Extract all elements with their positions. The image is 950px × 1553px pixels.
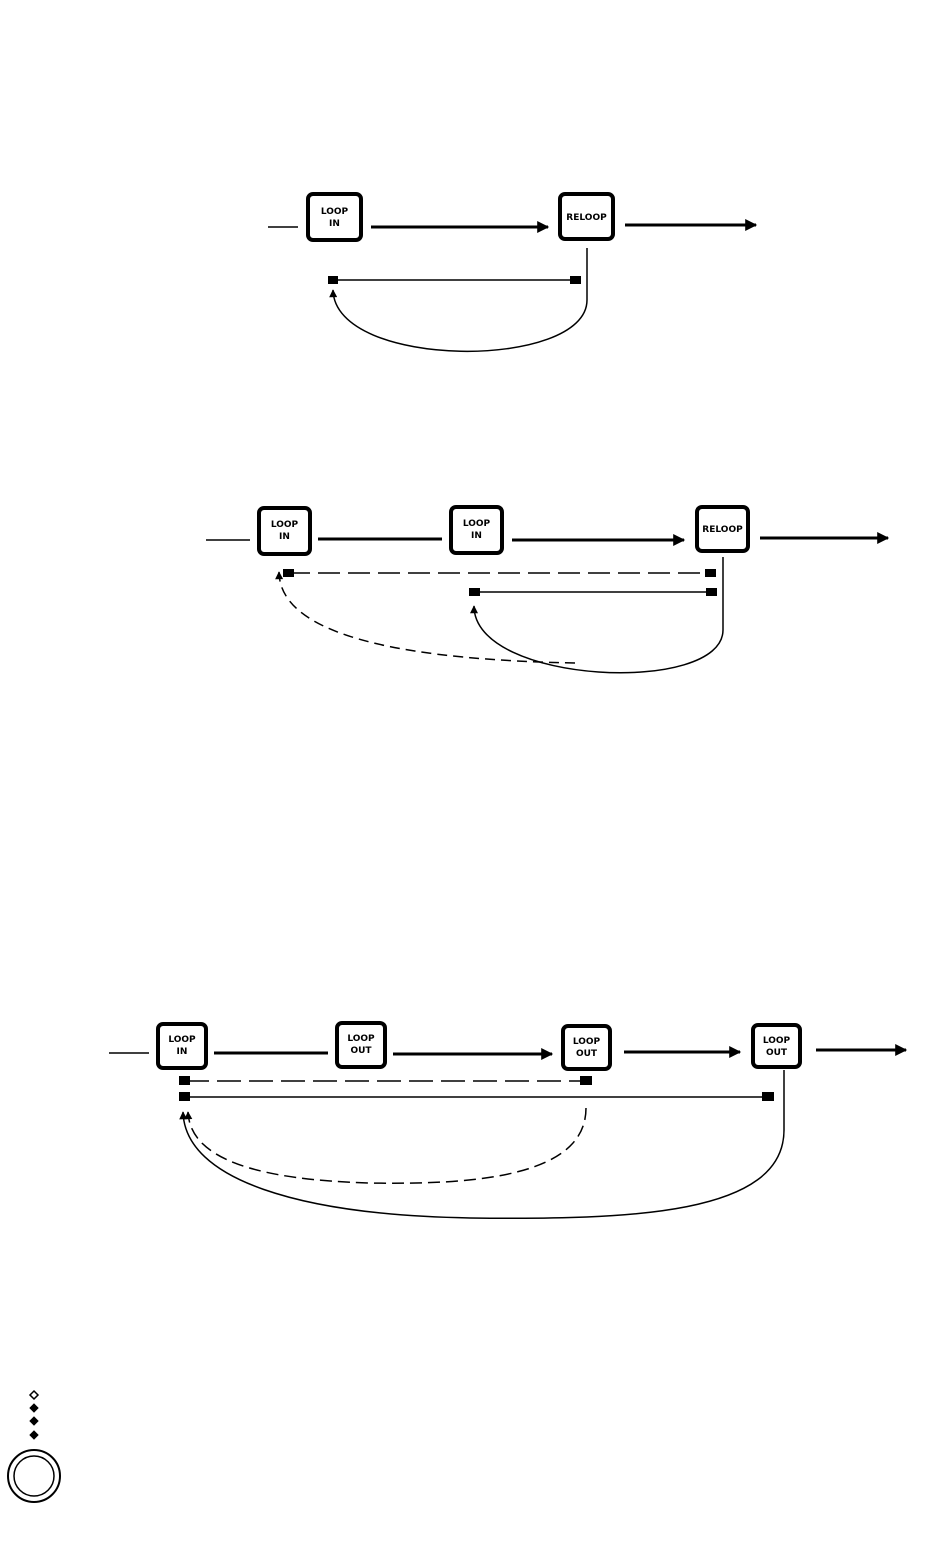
loop-in-button-label-line2: IN xyxy=(177,1047,188,1057)
loop-in-button-label-line2: IN xyxy=(329,219,340,229)
diagram-3: LOOP IN LOOP OUT LOOP OUT LOOP OUT xyxy=(109,1023,906,1218)
loop-out-button-2[interactable]: LOOP OUT xyxy=(563,1026,610,1069)
loop-in-button-label-line1: LOOP xyxy=(321,207,349,217)
dashed-loop-end-marker xyxy=(580,1076,592,1085)
loop-out-button-3-label-line1: LOOP xyxy=(763,1036,791,1046)
loop-in-button-label-line1: LOOP xyxy=(168,1035,196,1045)
return-curve-solid xyxy=(183,1070,784,1218)
reloop-button[interactable]: RELOOP xyxy=(560,194,613,239)
loop-out-button-1[interactable]: LOOP OUT xyxy=(337,1023,385,1067)
loop-in-button[interactable]: LOOP IN xyxy=(308,194,361,240)
loop-in-button-1-label-line1: LOOP xyxy=(271,520,299,530)
reloop-button[interactable]: RELOOP xyxy=(697,507,748,551)
loop-in-button-1[interactable]: LOOP IN xyxy=(259,508,310,554)
return-curve-dashed xyxy=(188,1108,586,1183)
loop-in-button-1-label-line2: IN xyxy=(279,532,290,542)
loop-out-button-2-label-line2: OUT xyxy=(576,1049,598,1059)
loop-in-button-2[interactable]: LOOP IN xyxy=(451,507,502,553)
loop-in-button-2-label-line2: IN xyxy=(471,531,482,541)
return-curve-solid xyxy=(474,557,723,673)
loop-out-button-3[interactable]: LOOP OUT xyxy=(753,1025,800,1067)
diagram-2: LOOP IN LOOP IN RELOOP xyxy=(206,507,888,673)
page-corner-circle-icon xyxy=(8,1391,60,1502)
dashed-loop-start-marker xyxy=(179,1076,190,1085)
dashed-loop-start-marker xyxy=(283,569,294,577)
diagram-1: LOOP IN RELOOP xyxy=(268,194,756,351)
reloop-button-label: RELOOP xyxy=(702,525,743,535)
loop-in-button[interactable]: LOOP IN xyxy=(158,1024,206,1068)
solid-loop-start-marker xyxy=(179,1092,190,1101)
return-curve-dashed xyxy=(279,572,575,663)
loop-out-button-3-label-line2: OUT xyxy=(766,1048,788,1058)
return-curve xyxy=(333,248,587,351)
loop-end-marker xyxy=(570,276,581,284)
loop-out-button-1-label-line1: LOOP xyxy=(347,1034,375,1044)
dashed-loop-end-marker xyxy=(705,569,716,577)
loop-start-marker xyxy=(328,276,338,284)
solid-loop-end-marker xyxy=(706,588,717,596)
loop-out-button-1-label-line2: OUT xyxy=(350,1046,372,1056)
solid-loop-start-marker xyxy=(469,588,480,596)
loop-in-button-2-label-line1: LOOP xyxy=(463,519,491,529)
reloop-button-label: RELOOP xyxy=(566,213,607,223)
loop-out-button-2-label-line1: LOOP xyxy=(573,1037,601,1047)
solid-loop-end-marker xyxy=(762,1092,774,1101)
